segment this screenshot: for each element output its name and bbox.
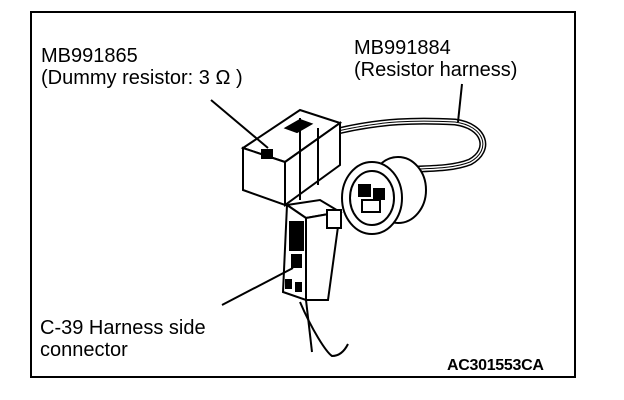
harness-side-connector	[281, 198, 349, 358]
resistor-leader	[210, 99, 269, 149]
resistor-description: (Dummy resistor: 3 Ω )	[41, 67, 243, 89]
harness-leader	[457, 83, 463, 123]
round-harness-plug	[341, 156, 427, 235]
resistor-part-number: MB991865	[41, 45, 138, 67]
harness-part-number: MB991884	[354, 37, 451, 59]
figure-frame	[30, 11, 576, 378]
figure-code: AC301553CA	[447, 357, 544, 374]
dummy-resistor-connector	[240, 108, 343, 207]
connector-label-line2: connector	[40, 339, 128, 361]
harness-description: (Resistor harness)	[354, 59, 518, 81]
connector-leader	[221, 267, 294, 306]
connector-label-line1: C-39 Harness side	[40, 317, 206, 339]
harness-wires	[329, 117, 487, 174]
